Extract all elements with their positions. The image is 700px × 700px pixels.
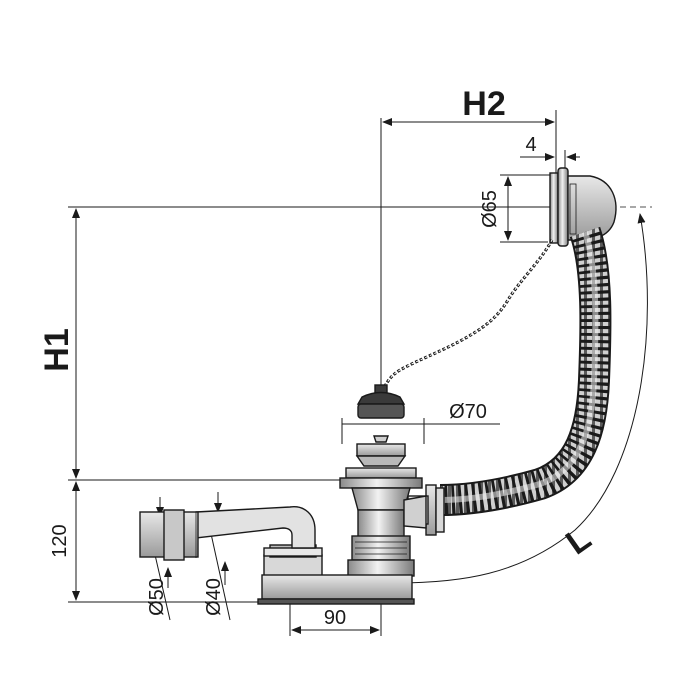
h1-label: H1 [38,328,76,371]
dim-d65-label: Ø65 [479,190,501,228]
drain-flange [355,435,407,467]
dimension-d65: Ø65 [479,174,550,243]
dimension-h1: H1 [38,206,560,481]
dim-d50-label: Ø50 [146,578,168,616]
drain-plug [356,384,406,419]
dimension-120: 120 [49,481,262,603]
drain-body [339,467,427,577]
plug-chain [382,239,554,389]
overflow-head [549,167,617,247]
dim-90-label: 90 [324,607,346,629]
dim-d70-label: Ø70 [449,401,487,423]
dim-120-label: 120 [49,524,71,557]
outlet-pipe [139,506,316,561]
dimension-h2: H2 [380,85,557,400]
l-label: L [559,519,598,562]
dim-4-label: 4 [525,134,536,156]
dimension-4: 4 [520,134,580,176]
dim-d40-label: Ø40 [203,578,225,616]
corrugated-hose [439,226,612,516]
h2-label: H2 [462,85,505,123]
